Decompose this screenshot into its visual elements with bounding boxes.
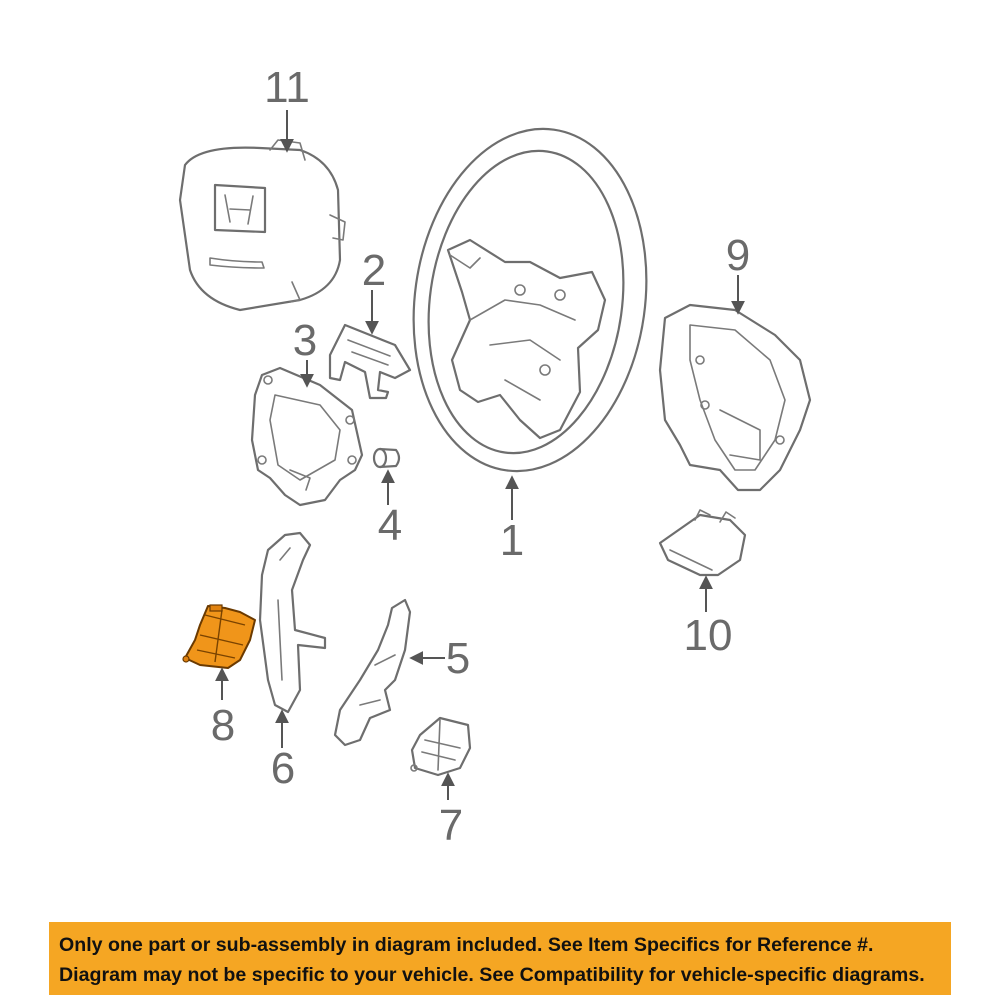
part-1-steering-wheel bbox=[412, 127, 648, 473]
disclaimer-line-1: Only one part or sub-assembly in diagram… bbox=[59, 934, 874, 956]
part-2-bracket bbox=[328, 323, 412, 400]
callout-1: 1 bbox=[500, 516, 524, 565]
callout-9: 9 bbox=[726, 231, 750, 280]
part-5-right-trim bbox=[333, 598, 412, 747]
part-7-switch bbox=[410, 716, 472, 777]
part-3-frame bbox=[250, 366, 364, 507]
part-8-highlighted-switch bbox=[182, 604, 256, 669]
disclaimer-line-2: Diagram may not be specific to your vehi… bbox=[59, 964, 925, 986]
part-6-left-trim bbox=[258, 531, 327, 714]
callout-6: 6 bbox=[271, 744, 295, 793]
part-9-rear-cover bbox=[658, 303, 812, 492]
callout-2: 2 bbox=[362, 246, 386, 295]
part-4-collar bbox=[372, 447, 401, 469]
part-11-airbag-module bbox=[178, 139, 346, 312]
steering-wheel-parts-diagram: 11 2 3 4 1 9 10 5 8 6 7 bbox=[178, 63, 812, 850]
callout-7: 7 bbox=[439, 801, 463, 850]
callout-3: 3 bbox=[293, 316, 317, 365]
callout-5: 5 bbox=[446, 634, 470, 683]
callout-11: 11 bbox=[264, 63, 310, 112]
part-10-lower-cover bbox=[658, 509, 747, 577]
callout-4: 4 bbox=[378, 501, 402, 550]
leader-lines bbox=[215, 110, 745, 800]
callout-8: 8 bbox=[211, 701, 235, 750]
disclaimer-banner: Only one part or sub-assembly in diagram… bbox=[49, 922, 951, 995]
callout-10: 10 bbox=[684, 611, 733, 660]
